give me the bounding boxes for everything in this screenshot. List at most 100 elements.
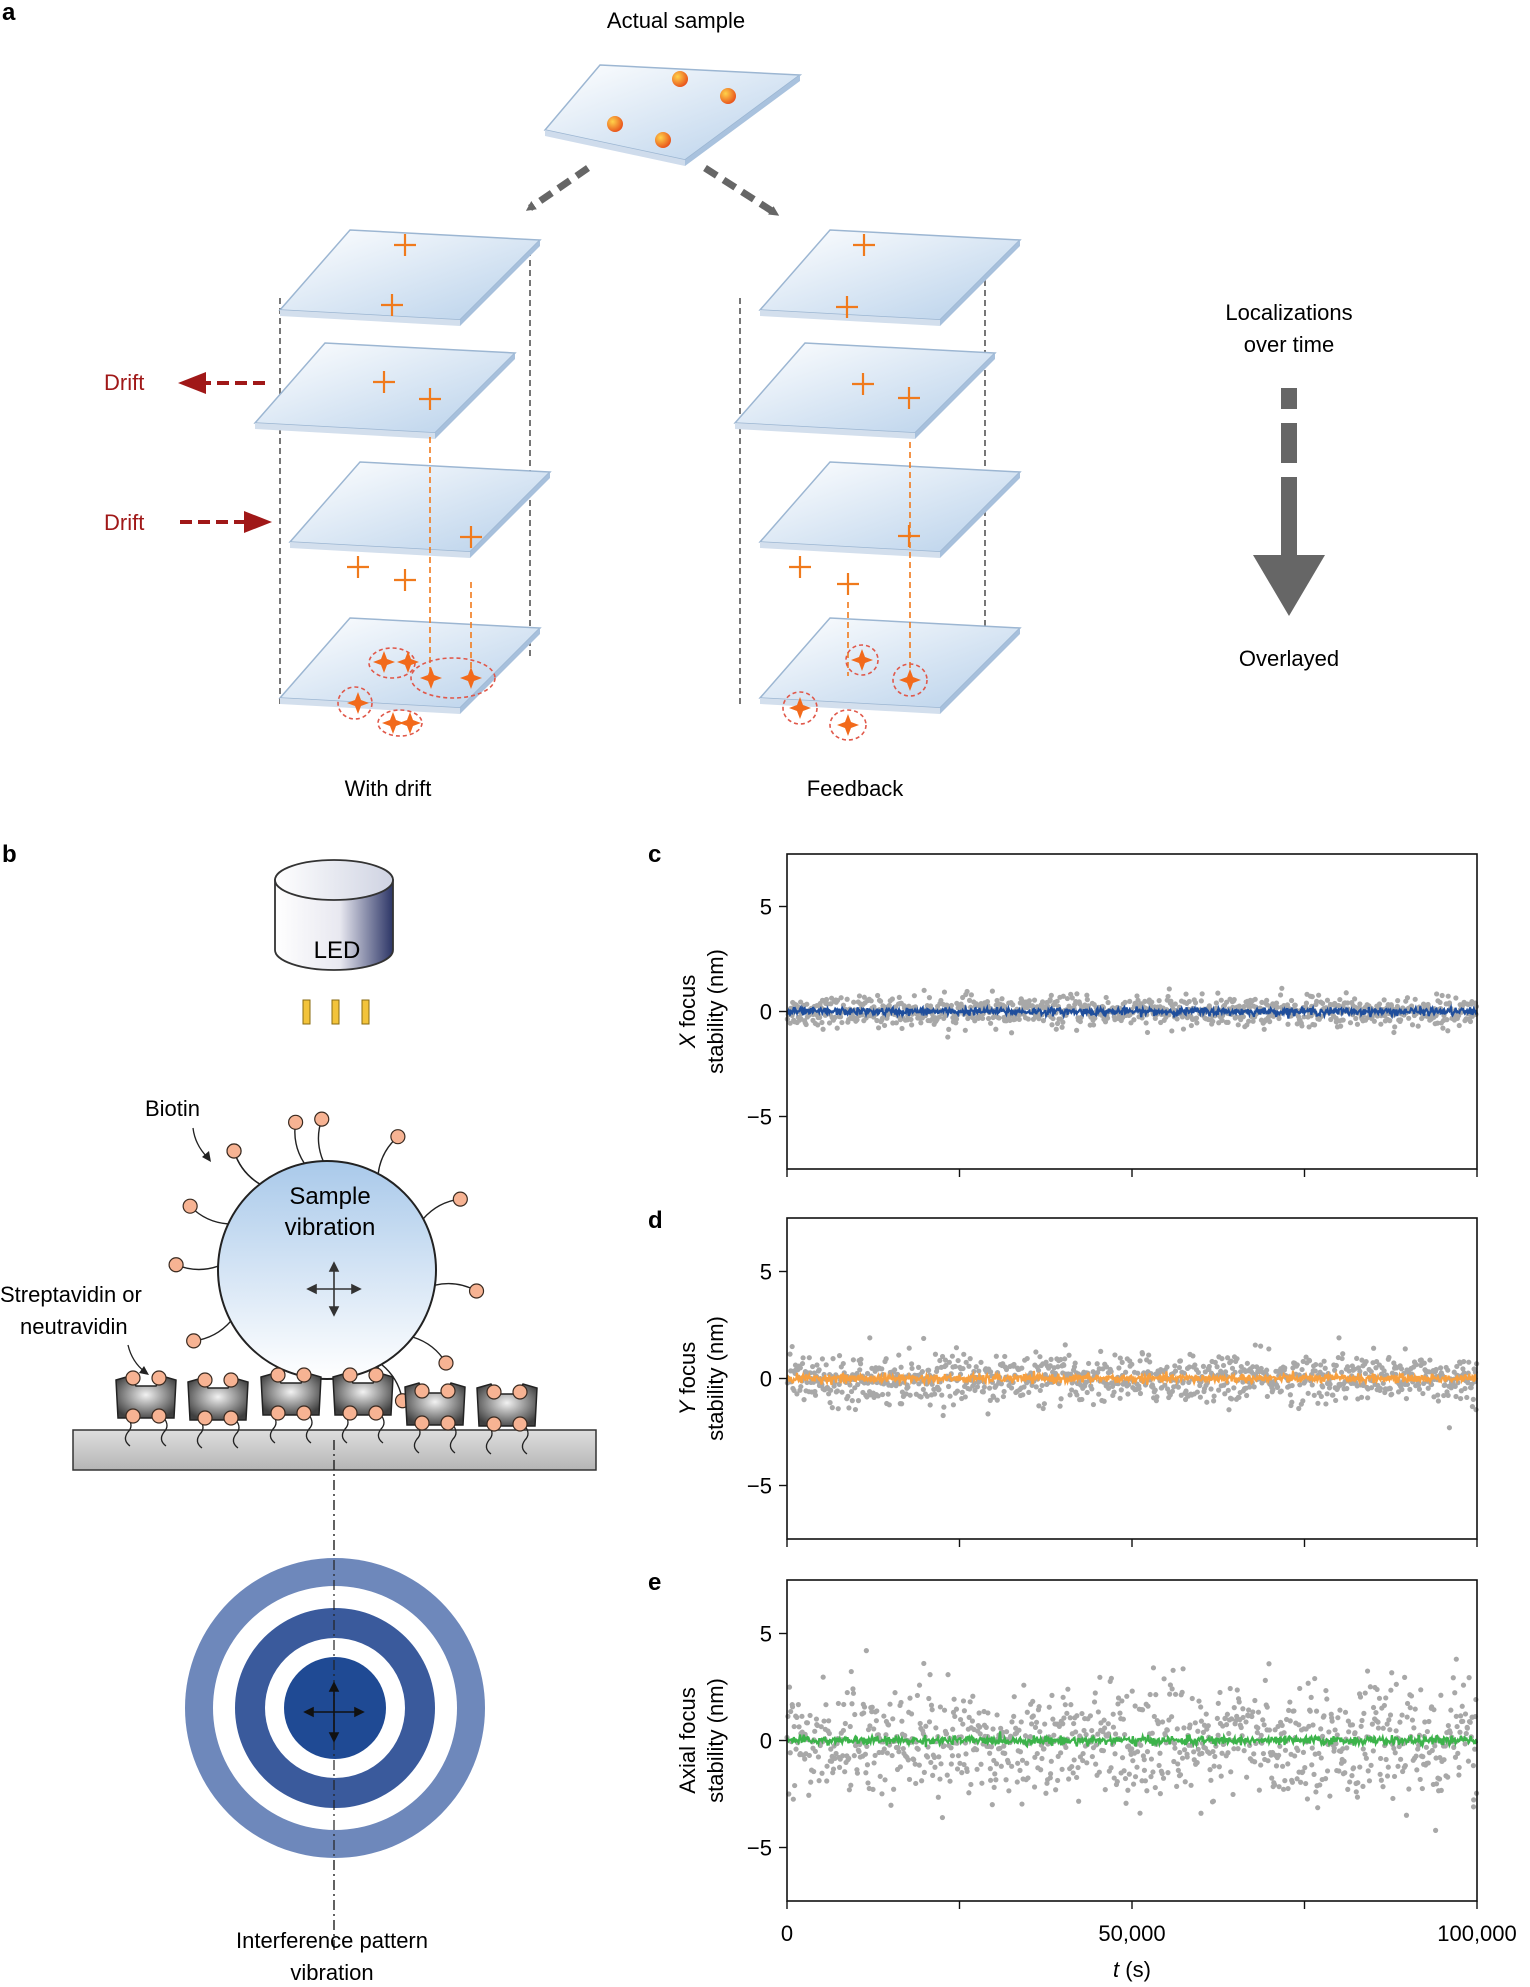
data-point	[1165, 993, 1171, 1000]
data-point	[1246, 1018, 1252, 1024]
data-point	[1238, 1724, 1244, 1731]
data-point	[1381, 1702, 1387, 1709]
data-point	[984, 999, 991, 1005]
sample-label-line2: vibration	[285, 1214, 376, 1241]
data-point	[1250, 1364, 1256, 1370]
data-point	[888, 1802, 894, 1808]
data-point	[1172, 1368, 1179, 1374]
data-point	[1166, 986, 1172, 992]
data-point	[1122, 1731, 1128, 1738]
data-point	[1349, 1722, 1356, 1728]
localization-spot	[837, 714, 859, 736]
data-point	[1289, 1399, 1295, 1405]
data-point	[1305, 1390, 1311, 1396]
data-point	[1150, 1769, 1156, 1775]
data-point	[1383, 1756, 1389, 1763]
data-point	[1033, 1384, 1039, 1390]
data-point	[1453, 1656, 1459, 1662]
data-point	[1213, 1000, 1219, 1006]
data-point	[1351, 1765, 1357, 1771]
data-point	[1051, 1732, 1057, 1738]
data-point	[940, 1412, 946, 1419]
data-point	[1398, 1017, 1404, 1023]
biotin-ball	[226, 1143, 242, 1159]
data-point	[1364, 1668, 1371, 1674]
data-point	[1154, 1394, 1160, 1400]
data-point	[1448, 1385, 1454, 1391]
data-point	[1130, 1758, 1136, 1764]
data-point	[955, 1753, 962, 1759]
data-point	[1117, 1710, 1123, 1716]
data-point	[826, 1020, 833, 1026]
data-point	[1033, 1719, 1040, 1725]
data-point	[978, 1359, 984, 1365]
data-point	[1123, 1800, 1129, 1806]
data-point	[1376, 1695, 1383, 1701]
data-point	[1294, 1776, 1300, 1782]
data-point	[1046, 1704, 1052, 1710]
data-point	[1205, 1723, 1211, 1729]
data-point	[1148, 1774, 1154, 1780]
data-point	[1102, 1787, 1108, 1793]
data-point	[1299, 1366, 1305, 1373]
data-point	[1388, 1687, 1394, 1693]
data-point	[804, 1379, 810, 1386]
data-point	[994, 1712, 1000, 1718]
raw-points	[784, 1335, 1480, 1431]
data-point	[1473, 1407, 1479, 1413]
data-point	[1269, 1775, 1275, 1781]
y-tick-label: 0	[760, 1367, 772, 1392]
data-point	[1252, 996, 1258, 1002]
split-arrow-right	[703, 165, 780, 216]
data-point	[1252, 1759, 1258, 1765]
data-point	[786, 1684, 793, 1690]
data-point	[1231, 1385, 1237, 1391]
data-point	[1153, 1692, 1159, 1698]
data-point	[1282, 1747, 1289, 1753]
y-tick-label: −5	[747, 1836, 772, 1861]
data-point	[1445, 1392, 1451, 1398]
data-point	[1069, 1763, 1075, 1770]
data-point	[789, 1343, 795, 1350]
data-point	[932, 1351, 939, 1357]
data-point	[1015, 1760, 1021, 1766]
feedback-label: Feedback	[807, 776, 905, 801]
data-point	[1344, 1385, 1350, 1392]
data-point	[1127, 998, 1133, 1004]
pattern-vibration-cross-icon	[303, 1681, 365, 1743]
x-axis-label: t (s)	[1113, 1957, 1151, 1982]
data-point	[948, 1002, 955, 1009]
data-point	[1357, 1368, 1363, 1374]
data-point	[1104, 1015, 1111, 1021]
data-point	[1094, 1361, 1100, 1367]
data-point	[1070, 1770, 1076, 1776]
data-point	[1053, 1026, 1059, 1032]
data-point	[1131, 1017, 1137, 1023]
data-point	[842, 1769, 848, 1775]
data-point	[1090, 1022, 1097, 1028]
data-point	[1126, 1381, 1132, 1388]
data-point	[1186, 1364, 1193, 1370]
data-point	[851, 999, 857, 1005]
data-point	[977, 1731, 983, 1737]
data-point	[1026, 998, 1032, 1004]
led-label: LED	[314, 937, 361, 964]
data-point	[1000, 1393, 1007, 1400]
data-point	[858, 1356, 864, 1362]
data-point	[1402, 1674, 1408, 1680]
data-point	[1134, 1764, 1140, 1770]
data-point	[1043, 1790, 1049, 1796]
data-point	[907, 1695, 913, 1701]
data-point	[1281, 1730, 1287, 1736]
data-point	[1199, 1750, 1205, 1756]
data-point	[1311, 1392, 1317, 1398]
data-point	[818, 1724, 824, 1730]
data-point	[1417, 1776, 1423, 1783]
data-point	[1007, 1733, 1014, 1739]
data-point	[1062, 1702, 1068, 1708]
data-point	[917, 1720, 923, 1727]
data-point	[1425, 1760, 1431, 1766]
data-point	[1036, 1403, 1042, 1409]
vibration-cross-icon	[306, 1261, 362, 1317]
